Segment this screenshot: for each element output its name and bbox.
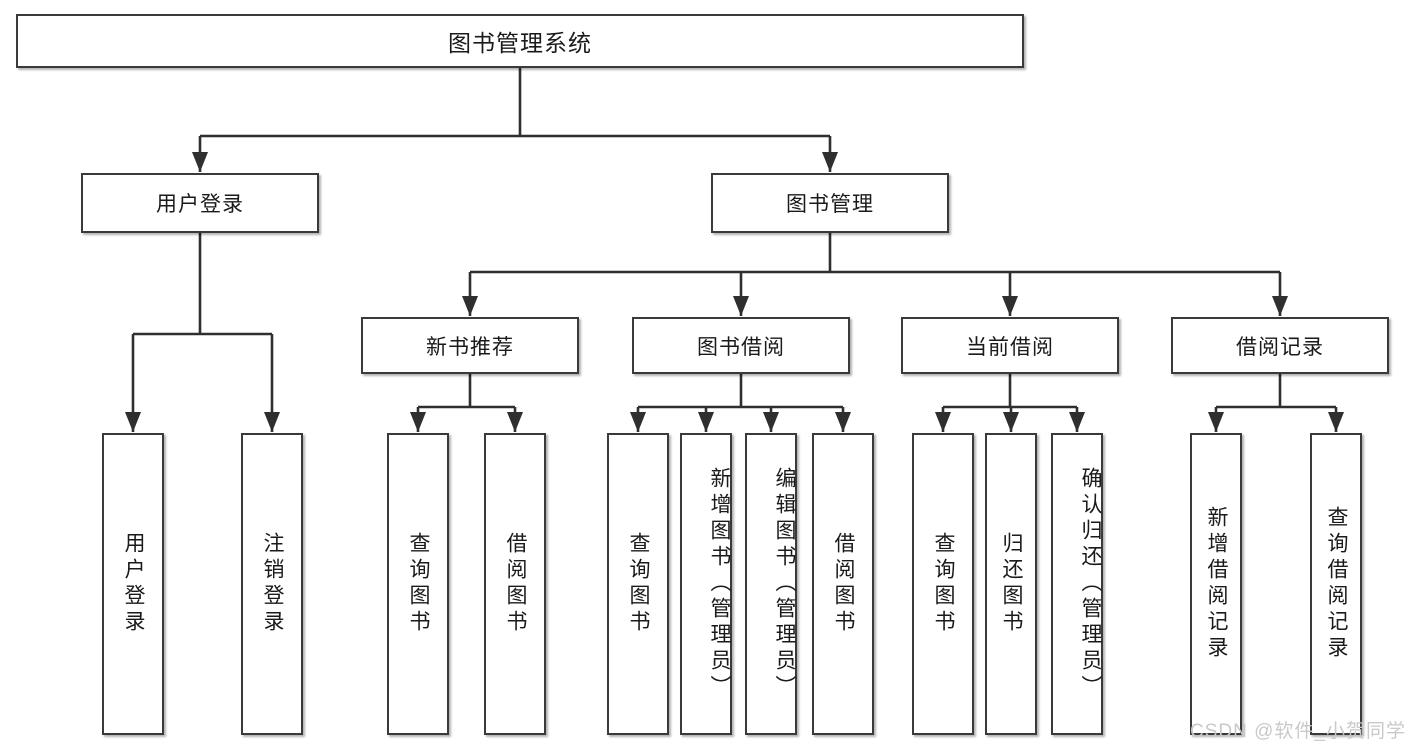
node-user-logout-action[interactable]: 注销登录 [241,433,303,735]
node-current-confirm-return-label: 确认归还（管理员） [1079,467,1102,701]
node-record-add-label: 新增借阅记录 [1205,506,1229,662]
node-user-logout-action-label: 注销登录 [261,532,285,636]
node-root[interactable]: 图书管理系统 [16,14,1024,68]
node-user-login-action-label: 用户登录 [122,532,146,636]
node-current-query-book[interactable]: 查询图书 [912,433,974,735]
node-borrow-query-book[interactable]: 查询图书 [607,433,669,735]
node-user-login-action[interactable]: 用户登录 [102,433,164,735]
node-recommend-query-book-label: 查询图书 [407,532,431,636]
node-borrow-record[interactable]: 借阅记录 [1171,317,1389,374]
node-book-borrow-label: 图书借阅 [697,335,785,359]
node-borrow-borrow-book[interactable]: 借阅图书 [812,433,874,735]
node-recommend-borrow-book[interactable]: 借阅图书 [484,433,546,735]
node-borrow-edit-book[interactable]: 编辑图书（管理员） [745,433,797,735]
node-current-return-book-label: 归还图书 [1000,532,1024,636]
watermark-label: CSDN @软件_小贺同学 [1190,721,1405,742]
node-new-book-recommend-label: 新书推荐 [426,335,514,359]
node-record-query[interactable]: 查询借阅记录 [1310,433,1362,735]
node-root-label: 图书管理系统 [448,30,592,56]
node-current-confirm-return[interactable]: 确认归还（管理员） [1051,433,1103,735]
node-current-return-book[interactable]: 归还图书 [985,433,1037,735]
node-new-book-recommend[interactable]: 新书推荐 [361,317,579,374]
node-borrow-borrow-book-label: 借阅图书 [832,532,856,636]
node-current-borrow-label: 当前借阅 [966,335,1054,359]
node-recommend-query-book[interactable]: 查询图书 [387,433,449,735]
node-current-borrow[interactable]: 当前借阅 [901,317,1119,374]
node-book-manage-label: 图书管理 [786,193,874,216]
node-borrow-edit-book-label: 编辑图书（管理员） [773,467,796,701]
node-borrow-query-book-label: 查询图书 [627,532,651,636]
node-current-query-book-label: 查询图书 [932,532,956,636]
node-borrow-add-book-label: 新增图书（管理员） [708,467,731,701]
node-record-add[interactable]: 新增借阅记录 [1190,433,1242,735]
node-recommend-borrow-book-label: 借阅图书 [504,532,528,636]
node-borrow-add-book[interactable]: 新增图书（管理员） [680,433,732,735]
node-user-login-label: 用户登录 [156,193,244,216]
node-borrow-record-label: 借阅记录 [1236,335,1324,359]
node-book-manage[interactable]: 图书管理 [711,173,949,233]
node-user-login[interactable]: 用户登录 [81,173,319,233]
node-record-query-label: 查询借阅记录 [1325,506,1349,662]
node-book-borrow[interactable]: 图书借阅 [632,317,850,374]
